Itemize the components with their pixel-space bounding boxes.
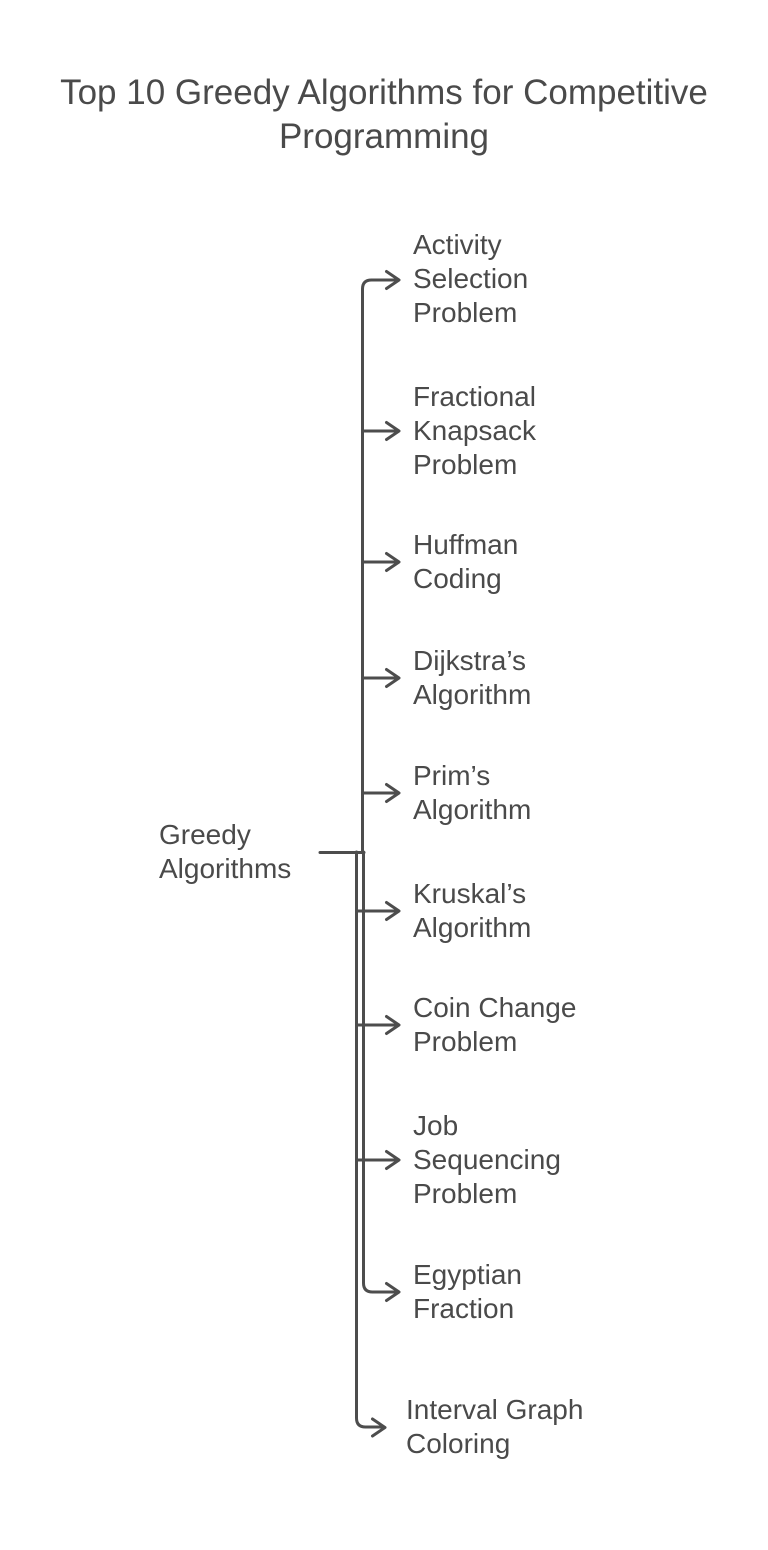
root-node-label: Greedy Algorithms (159, 819, 292, 884)
node-label-prims-algorithm: Prim’s Algorithm (413, 760, 532, 825)
node-label-huffman-coding: Huffman Coding (413, 529, 519, 594)
node-label-dijkstras-algorithm: Dijkstra’s Algorithm (413, 645, 532, 710)
node-label-interval-graph-coloring: Interval Graph Coloring (406, 1394, 584, 1459)
node-label-activity-selection: Activity Selection Problem (413, 229, 529, 328)
branch-dijkstras-algorithm (361, 668, 401, 688)
branch-fractional-knapsack (361, 421, 401, 441)
branch-prims-algorithm (361, 783, 401, 803)
branch-activity-selection (361, 270, 401, 854)
node-label-fractional-knapsack: Fractional Knapsack Problem (413, 381, 536, 480)
branch-egyptian-fraction (362, 850, 401, 1302)
node-label-egyptian-fraction: Egyptian Fraction (413, 1259, 522, 1324)
node-label-kruskals-algorithm: Kruskal’s Algorithm (413, 878, 532, 943)
branch-huffman-coding (361, 552, 401, 572)
branch-interval-graph-coloring (355, 850, 387, 1438)
node-label-job-sequencing: Job Sequencing Problem (413, 1110, 561, 1209)
node-label-coin-change: Coin Change Problem (413, 992, 577, 1057)
page-title: Top 10 Greedy Algorithms for Competitive… (60, 73, 708, 156)
